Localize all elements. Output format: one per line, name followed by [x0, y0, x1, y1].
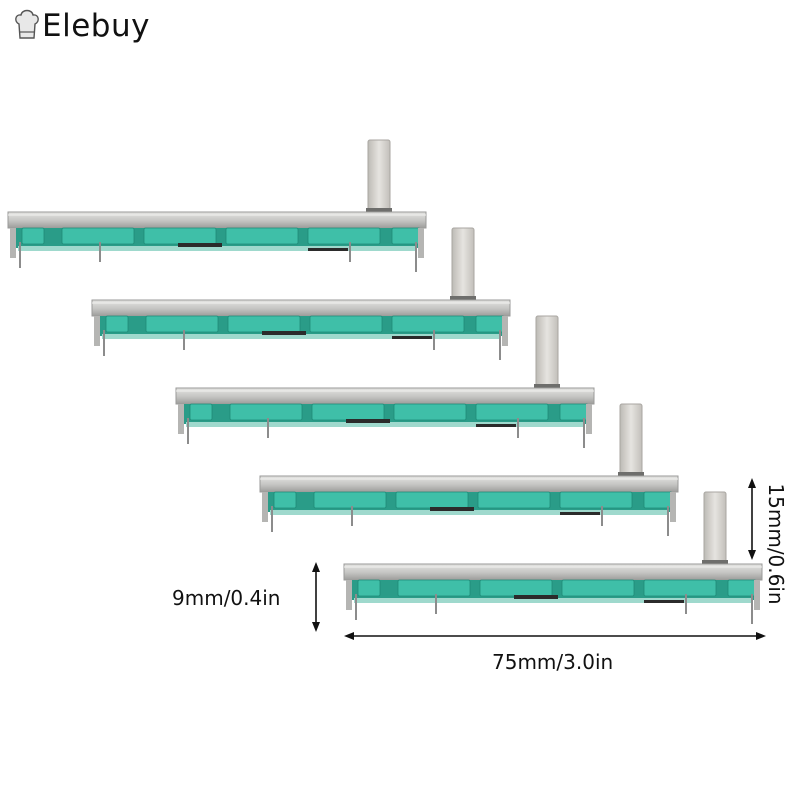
length-dimension-label: 75mm/3.0in [492, 650, 614, 674]
brand: Elebuy [14, 8, 150, 44]
dimension-lines [312, 478, 766, 640]
body-height-dimension-label: 9mm/0.4in [172, 586, 281, 610]
slider-potentiometer [343, 491, 763, 624]
arrow-head-left [344, 632, 354, 640]
arrow-head-down [748, 550, 756, 560]
arrow-head-right [756, 632, 766, 640]
brand-name: Elebuy [42, 8, 150, 44]
slider-potentiometer [175, 315, 595, 448]
chef-hat-icon [15, 9, 39, 39]
slider-potentiometer [7, 139, 427, 272]
arrow-head-up [748, 478, 756, 488]
arrow-head-up [312, 562, 320, 572]
slider-potentiometer [91, 227, 511, 360]
slider-potentiometer [259, 403, 679, 536]
arrow-head-down [312, 622, 320, 632]
total-height-dimension-label: 15mm/0.6in [764, 483, 788, 605]
